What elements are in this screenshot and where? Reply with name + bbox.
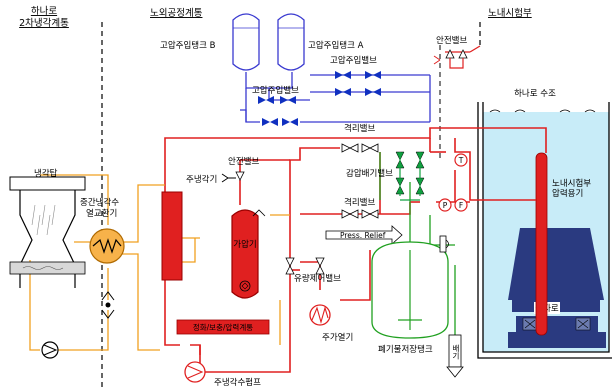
pump-icon: [184, 361, 206, 383]
hp-injection-valves: [258, 71, 381, 126]
isolation-valve-1-label: 격리밸브: [344, 123, 375, 134]
right-section-title: 노내시험부: [488, 8, 532, 19]
instrument-f: F: [454, 198, 468, 212]
left-section-title-line2: 2차냉각계통: [19, 17, 69, 29]
main-cooler: [161, 191, 183, 281]
safety-valve-top: [433, 45, 481, 69]
pressurizer-tank: [231, 209, 259, 299]
intermediate-hx-label-line2: 열교환기: [86, 208, 117, 219]
depressurization-valve-label: 감압배기밸브: [346, 168, 393, 179]
hp-valve-top-label: 고압주입밸브: [330, 55, 377, 66]
main-cooler-label: 주냉각기: [186, 174, 217, 185]
left-section-title-line1: 하나로: [31, 5, 57, 17]
isolation-valve-2: [341, 209, 379, 219]
flow-control-valve: [285, 257, 325, 275]
safety-valve-mid: [221, 171, 245, 183]
hp-injection-piping: [240, 72, 431, 123]
isolation-valve-2-label: 격리밸브: [344, 197, 375, 208]
instrument-t: T: [454, 153, 468, 167]
main-pump-label: 주냉각수펌프: [214, 377, 261, 388]
hp-tank-a-label: 고압주입탱크 A: [308, 40, 364, 51]
hp-tank-b-label: 고압주입탱크 B: [160, 40, 216, 51]
cooling-tower-icon: [9, 176, 86, 288]
isolation-valve-1: [341, 143, 379, 153]
flow-control-valve-label: 유량제어밸브: [294, 273, 341, 284]
test-section-vessel: [535, 152, 548, 336]
test-section-label-line2: 압력용기: [552, 188, 583, 199]
secondary-pump-icon: [41, 341, 59, 359]
vent-component: [439, 235, 449, 253]
instrument-p: P: [438, 198, 452, 212]
cooling-tower-label: 냉각탑: [34, 168, 58, 179]
test-section-label-line1: 노내시험부: [552, 179, 591, 189]
hp-valve-left-label: 고압주입밸브: [252, 85, 299, 96]
heat-exchanger-icon: [89, 228, 125, 264]
preheater-label: 주가열기: [322, 333, 353, 343]
purification-system-label: 정화/보충/압력계통: [193, 322, 253, 332]
hp-tank-b: [232, 13, 260, 71]
vent-line-label: 배기: [452, 344, 461, 361]
preheater-icon: [309, 304, 331, 326]
safety-valve-mid-label: 안전밸브: [228, 156, 259, 167]
reactor-pool-label: 하나로 수조: [514, 88, 556, 99]
pressurizer-label: 가압기: [233, 240, 256, 250]
reactor-block: [508, 228, 606, 348]
waste-line-piping: [379, 152, 456, 335]
press-relief-arrow: Press. Relief: [325, 225, 403, 245]
valve-icon: [101, 291, 115, 319]
hp-tank-a: [277, 13, 305, 71]
svg-text:P: P: [443, 201, 448, 210]
safety-valve-top-label: 안전밸브: [436, 35, 467, 46]
waste-tank-label: 폐기물저장탱크: [378, 344, 433, 355]
svg-text:F: F: [459, 201, 463, 210]
vent-arrow-icon: 배기: [446, 334, 464, 378]
intermediate-hx-label-line1: 중간냉각수: [80, 197, 119, 208]
svg-text:T: T: [458, 156, 464, 165]
middle-section-title: 노외공정계통: [150, 7, 203, 19]
purification-system-box: [176, 319, 270, 335]
waste-tank: [371, 241, 449, 339]
press-relief-label: Press. Relief: [340, 231, 386, 240]
